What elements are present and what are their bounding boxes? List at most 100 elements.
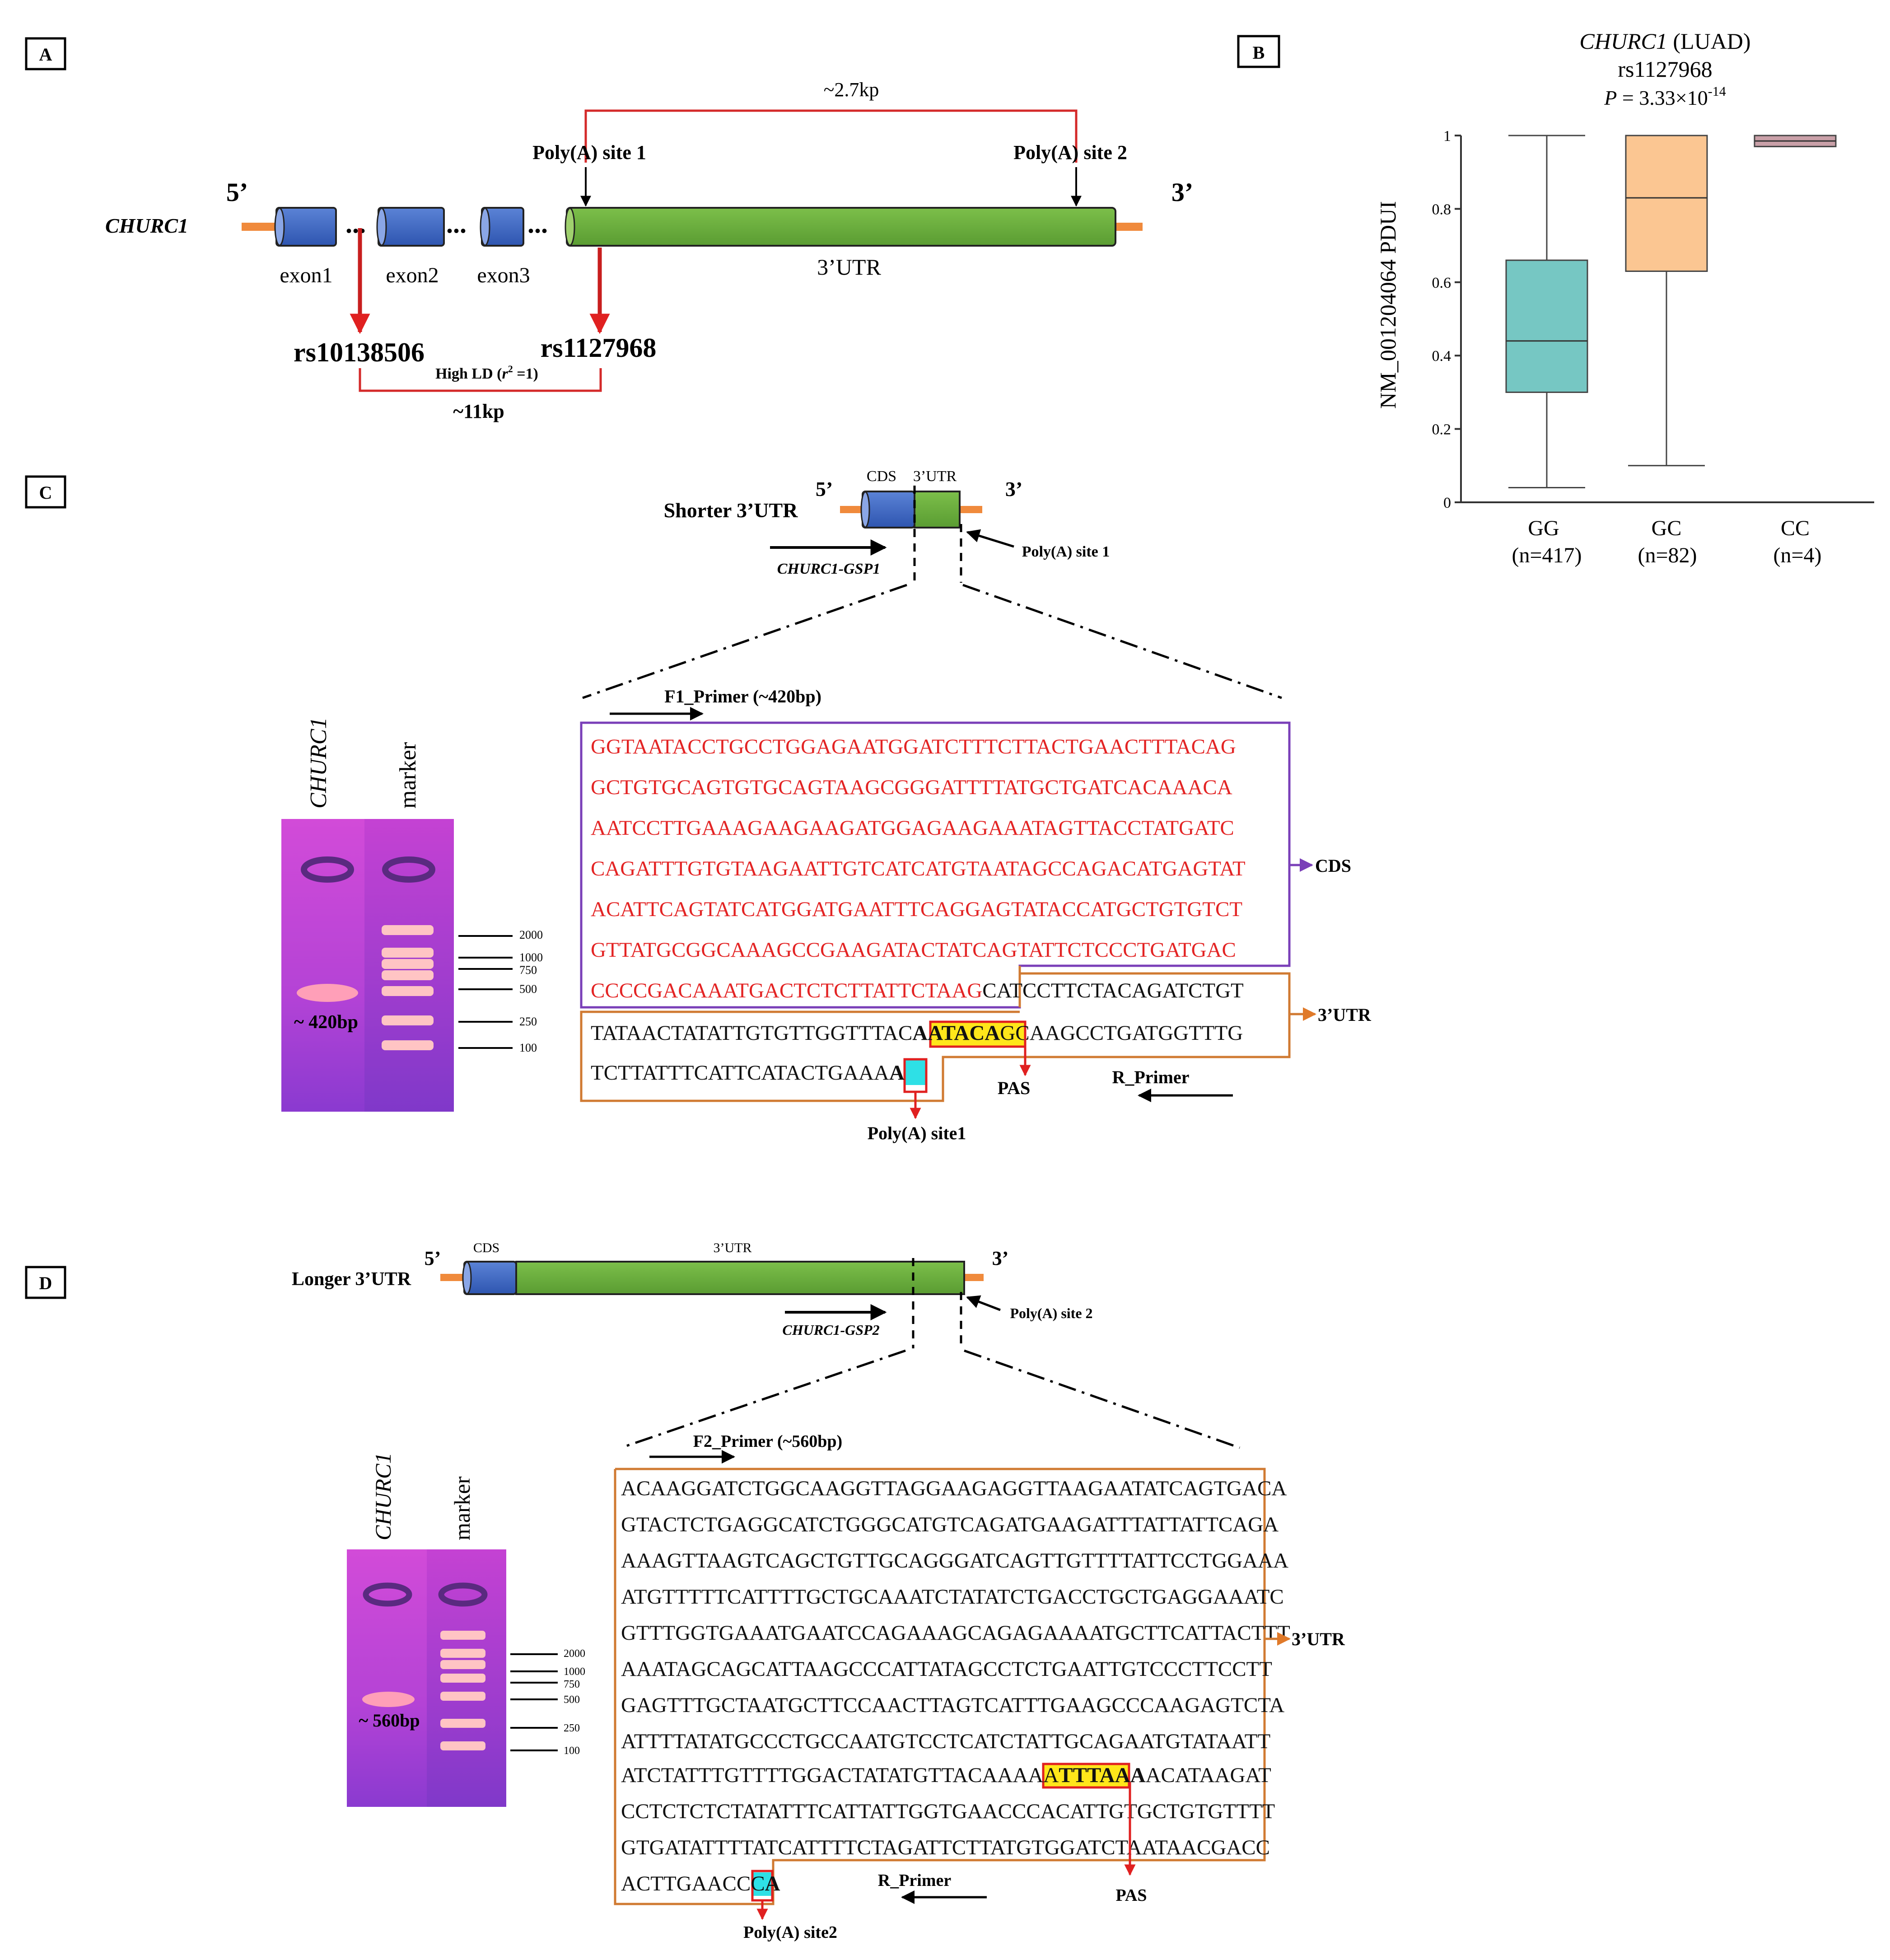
group-label: GC xyxy=(1652,516,1682,540)
pas-box xyxy=(929,1020,1027,1048)
cds-tag: CDS xyxy=(867,468,896,485)
polya-site-label: Poly(A) site1 xyxy=(868,1123,966,1143)
utr-arrow-label: 3’UTR xyxy=(1318,1005,1372,1025)
svg-text:750: 750 xyxy=(564,1679,580,1690)
reverse-primer-label: R_Primer xyxy=(1112,1067,1189,1087)
pas-highlight xyxy=(1043,1764,1129,1787)
polya-arrow xyxy=(966,529,1014,548)
sequence-line: GGTAATACCTGCCTGGAGAATGGATCTTTCTTACTGAACT… xyxy=(591,735,1236,758)
gel-band xyxy=(297,984,358,1002)
chart-title: CHURC1 (LUAD) xyxy=(1579,28,1750,54)
five-prime-label: 5’ xyxy=(425,1247,441,1269)
pas-label: PAS xyxy=(1116,1886,1147,1905)
polya-site-label: Poly(A) site2 xyxy=(743,1923,837,1942)
utr-length-bracket xyxy=(584,109,1078,163)
zoom-line-right xyxy=(964,1349,1240,1449)
utr-sequence: TATAACTATATTGTGTTGGTTTACAATACAGCAAGCCTGA… xyxy=(591,1020,1243,1093)
polya-label: Poly(A) site 1 xyxy=(1022,543,1110,560)
five-prime-label: 5’ xyxy=(226,178,248,207)
panel-label: D xyxy=(39,1273,52,1293)
y-tick-label: 1 xyxy=(1443,128,1451,145)
sequence-line: ATCTATTTGTTTTGGACTATATGTTACAAAAATTTAAAAC… xyxy=(621,1764,1271,1787)
p-value: P = 3.33×10-14 xyxy=(1604,84,1726,109)
snp2-label: rs1127968 xyxy=(541,333,657,363)
snp-distance: ~11kp xyxy=(453,400,504,422)
sequence-line: ATTTTATATGCCCTGCCAATGTCCTCATCTATTGCAGAAT… xyxy=(621,1730,1270,1753)
polya-site-1-label: Poly(A) site 1 xyxy=(532,141,646,164)
svg-text:100: 100 xyxy=(564,1745,580,1757)
utr-block xyxy=(914,491,961,529)
ladder-band xyxy=(440,1660,485,1669)
svg-text:1000: 1000 xyxy=(564,1666,585,1678)
gel-well xyxy=(382,856,435,883)
svg-text:500: 500 xyxy=(564,1694,580,1706)
utr-block xyxy=(515,1261,965,1295)
zoom-line-right xyxy=(962,584,1282,699)
sequence-line: ATGTTTTTCATTTTGCTGCAAATCTATATCTGACCTGCTG… xyxy=(621,1585,1284,1609)
intron-dots: ... xyxy=(345,209,366,239)
panel-label-box xyxy=(25,37,66,70)
panel-label: C xyxy=(39,482,52,503)
y-tick-label: 0 xyxy=(1443,495,1451,511)
panel-b: B CHURC1 (LUAD) rs1127968 P = 3.33×10-14… xyxy=(1237,28,1874,567)
gel-image xyxy=(281,819,454,1112)
sequence-line: ACTTGAACCCA xyxy=(621,1872,780,1895)
gel-lane-label: CHURC1 xyxy=(306,717,331,809)
gel-well xyxy=(301,856,354,883)
utr-label: 3’UTR xyxy=(817,254,881,280)
ladder-scale: 2000 1000 750 500 250 100 xyxy=(458,928,543,1054)
cds-block-cap xyxy=(462,1261,472,1295)
band-size-label: ~ 560bp xyxy=(359,1710,420,1731)
utr-sequence-box xyxy=(614,1468,1266,1905)
intron-dots: ... xyxy=(446,209,467,239)
group-label: GG xyxy=(1528,516,1559,540)
sequence-line: TATAACTATATTGTGTTGGTTTACAATACAGCAAGCCTGA… xyxy=(591,1021,1243,1045)
cds-sequence: GGTAATACCTGCCTGGAGAATGGATCTTTCTTACTGAACT… xyxy=(591,735,1246,1002)
sequence-line: CCTCTCTCTATATTTCATTATTGGTGAACCCACATTGTGC… xyxy=(621,1800,1275,1823)
svg-text:250: 250 xyxy=(564,1722,580,1734)
ladder-band xyxy=(440,1692,485,1701)
box-gg xyxy=(1505,259,1588,393)
polya-base-highlight xyxy=(753,1872,771,1896)
utr-sequence: ACAAGGATCTGGCAAGGTTAGGAAGAGGTTAAGAATATCA… xyxy=(621,1477,1290,1902)
utr-block xyxy=(565,207,1116,247)
svg-text:2000: 2000 xyxy=(564,1648,585,1660)
group-label: CC xyxy=(1781,516,1810,540)
polya-base-highlight xyxy=(905,1060,925,1085)
panel-a: A CHURC1 5’ 3’ ... ... ... exon1 exon2 e… xyxy=(25,37,1193,422)
y-axis-label: NM_001204064 PDUI xyxy=(1375,201,1400,409)
sequence-line: GAGTTTGCTAATGCTTCCAACTTAGTCATTTGAAGCCCAA… xyxy=(621,1693,1284,1717)
construct-title: Shorter 3’UTR xyxy=(664,499,798,522)
snp1-label: rs10138506 xyxy=(294,337,425,367)
cds-arrow-label: CDS xyxy=(1315,856,1351,876)
ladder-band xyxy=(382,1015,434,1025)
exon-label: exon1 xyxy=(280,263,332,287)
svg-text:750: 750 xyxy=(519,964,537,977)
cds-block xyxy=(862,491,915,529)
y-tick-label: 0.4 xyxy=(1432,348,1451,365)
sequence-line-junction: CCCCGACAAATGACTCTCTTATTCTAAGCATCCTTCTACA… xyxy=(591,979,1244,1002)
pas-highlight xyxy=(930,1022,1025,1047)
exon-label: exon2 xyxy=(386,263,439,287)
utr-arrow-label: 3’UTR xyxy=(1292,1629,1345,1649)
zoom-line-left xyxy=(621,1349,906,1449)
panel-c: C Shorter 3’UTR 5’ 3’ CDS 3’UTR CHURC1-G… xyxy=(25,468,1372,1143)
three-prime-label: 3’ xyxy=(992,1247,1009,1269)
ladder-scale: 2000 1000 750 500 250 100 xyxy=(510,1648,585,1757)
gel-lane-label: marker xyxy=(449,1476,475,1540)
ladder-band xyxy=(440,1674,485,1683)
exon-2 xyxy=(376,207,445,247)
cds-block xyxy=(463,1261,517,1295)
sequence-line: ACAAGGATCTGGCAAGGTTAGGAAGAGGTTAAGAATATCA… xyxy=(621,1477,1287,1500)
group-count: (n=4) xyxy=(1773,543,1821,567)
svg-text:250: 250 xyxy=(519,1015,537,1028)
polya-label: Poly(A) site 2 xyxy=(1010,1305,1092,1321)
utr-sequence-box xyxy=(580,966,1291,1102)
cds-tag: CDS xyxy=(473,1240,499,1255)
sequence-line: GTACTCTGAGGCATCTGGGCATGTCAGATGAAGATTTATT… xyxy=(621,1513,1279,1536)
panel-label: B xyxy=(1253,42,1265,63)
gel-image xyxy=(347,1549,506,1807)
gsp-primer-label: CHURC1-GSP1 xyxy=(777,561,881,577)
ld-bracket xyxy=(359,368,602,392)
intron-dots: ... xyxy=(527,209,548,239)
